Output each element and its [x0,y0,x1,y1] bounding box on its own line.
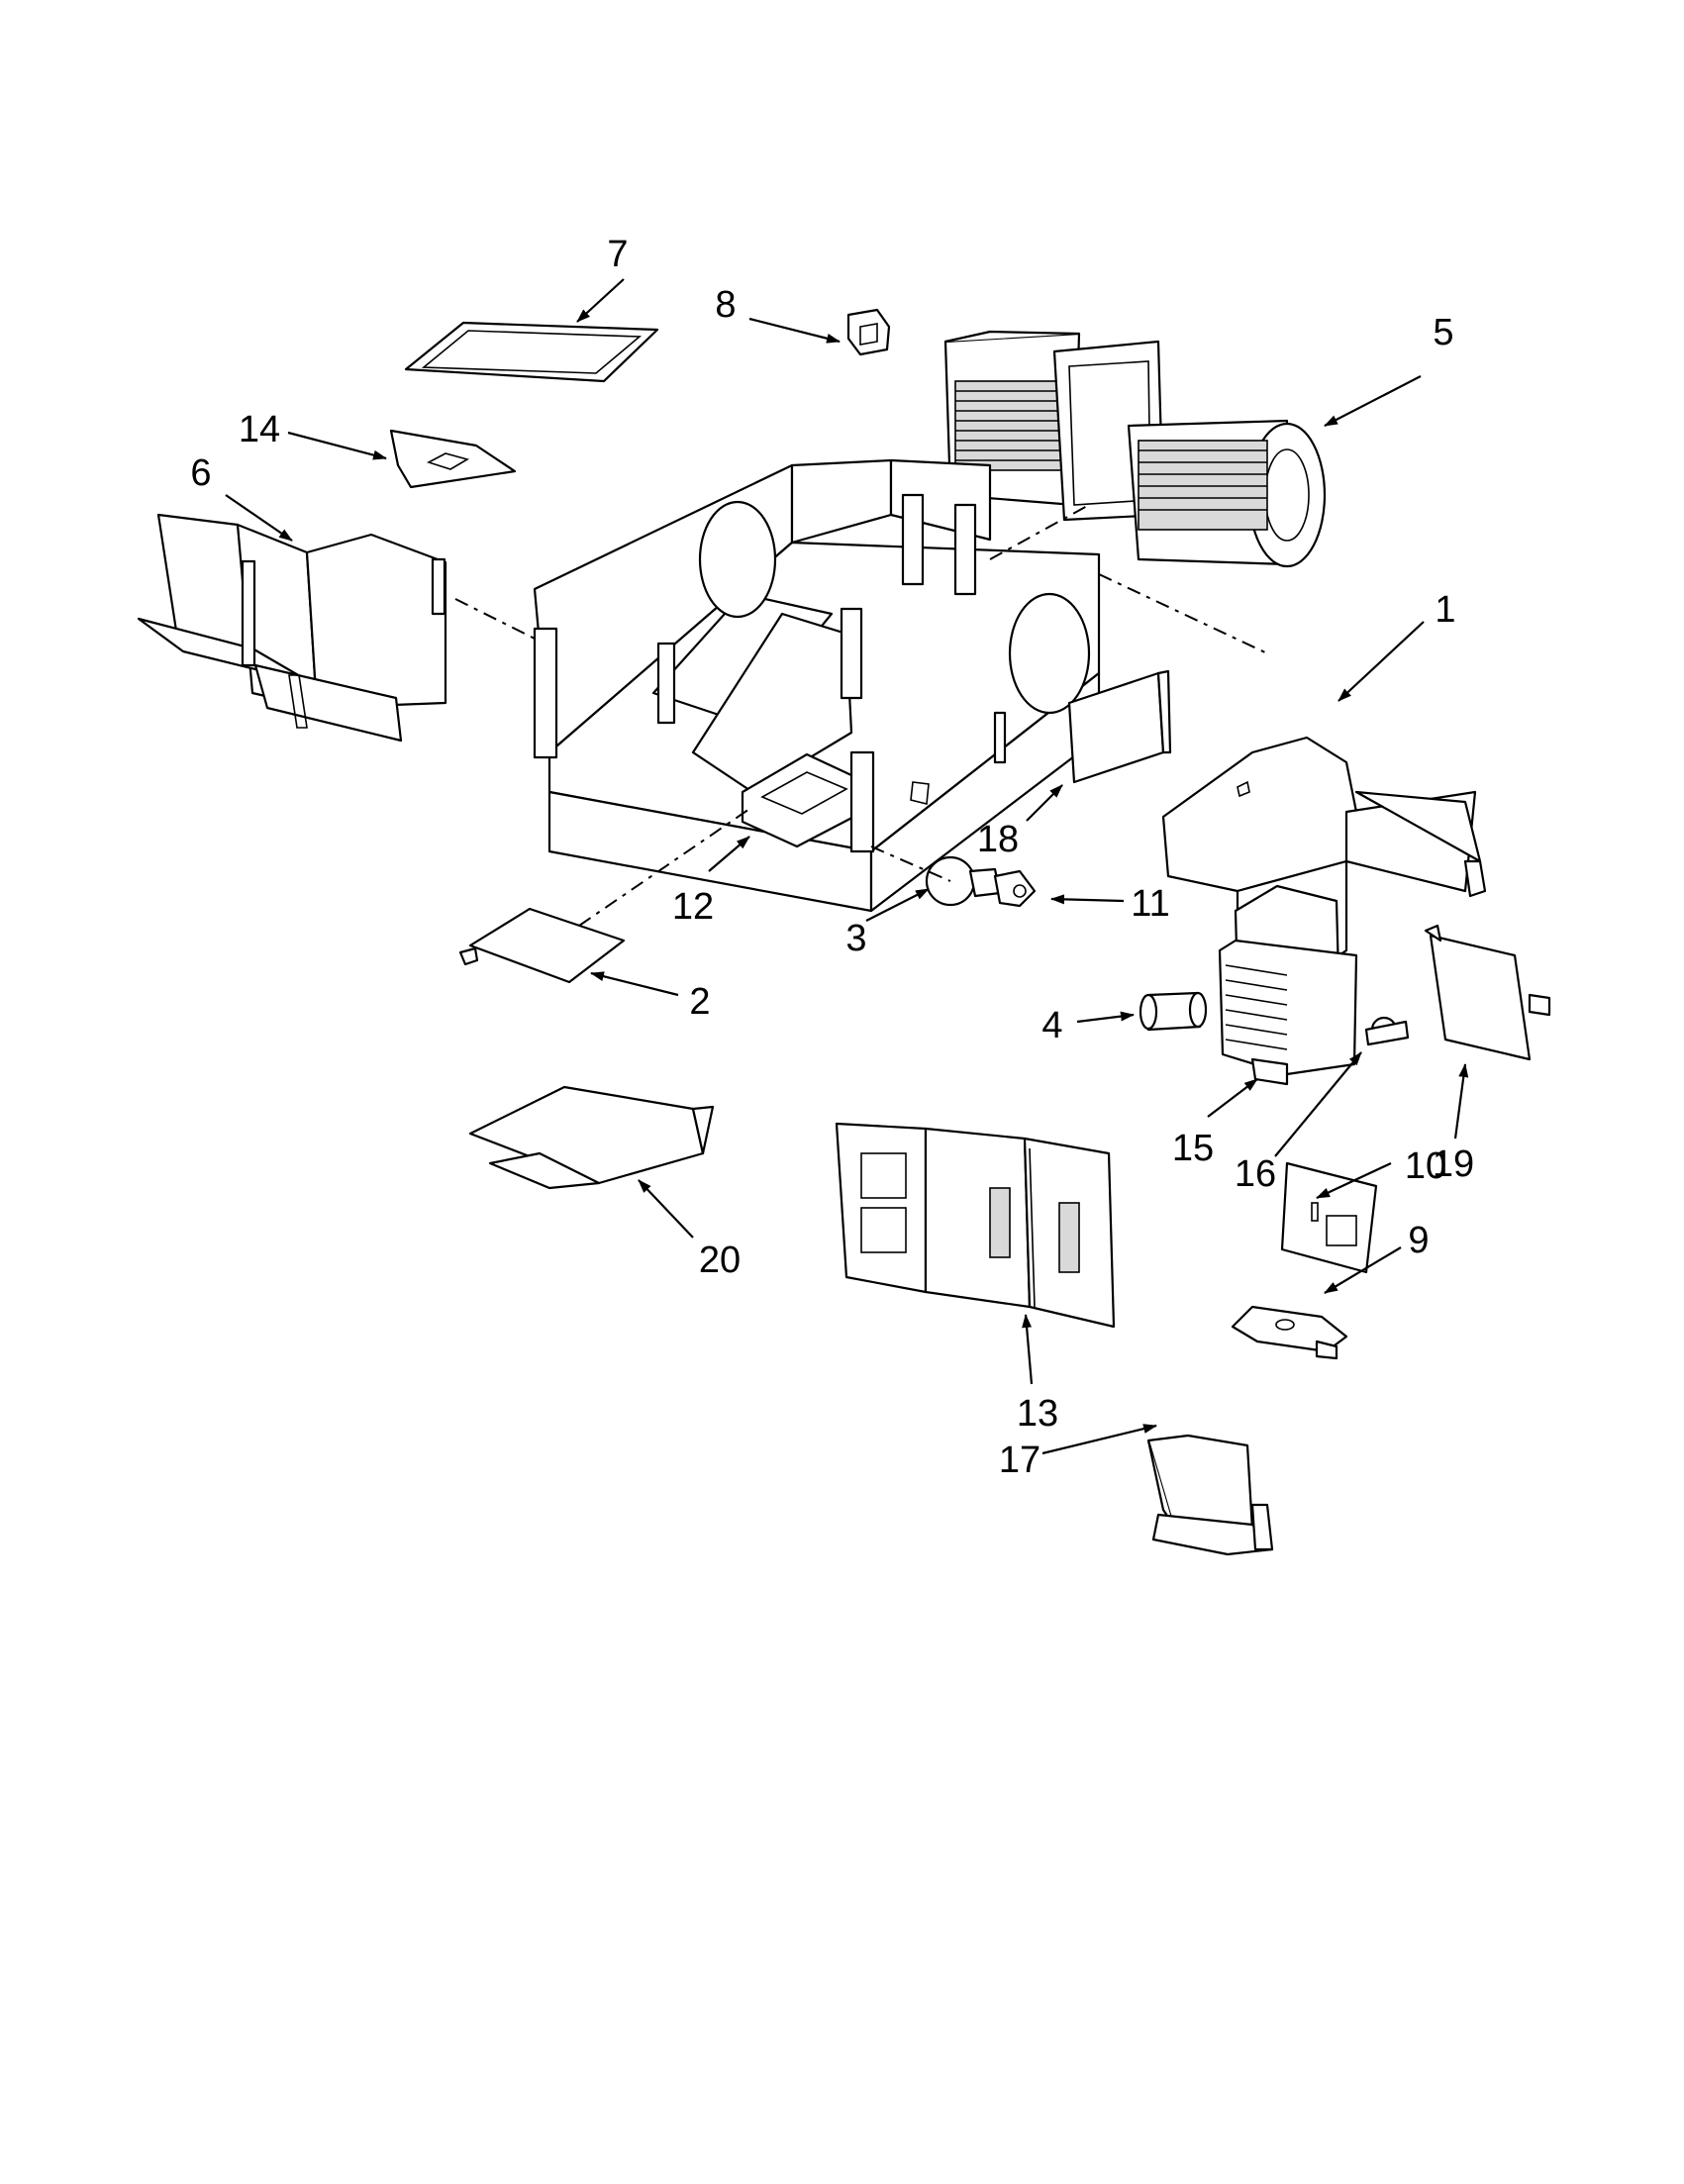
callout-3: 3 [845,918,866,959]
callout-1: 1 [1435,589,1455,631]
callout-11: 11 [1131,883,1169,925]
leader-lines [225,278,1469,1455]
callout-10: 10 [1405,1145,1446,1187]
lamp-part [925,855,1037,908]
callout-17: 17 [999,1439,1040,1481]
panel-part [1067,669,1172,784]
callout-14: 14 [239,409,280,450]
assembly-lines [454,504,1268,927]
callout-labels: 7 8 5 14 6 1 18 12 11 3 2 4 15 16 19 10 … [190,234,1474,1481]
plate-part [389,429,517,489]
callout-9: 9 [1408,1220,1429,1261]
bracket-part [1231,1305,1348,1360]
vent-chute-part [1146,1434,1274,1556]
callout-7: 7 [607,234,628,275]
left-duct-part [137,513,447,743]
cover-plate-part [458,907,626,984]
callout-12: 12 [672,886,714,928]
callout-18: 18 [977,819,1019,860]
callout-15: 15 [1172,1128,1214,1169]
transformer-part [1218,884,1358,1086]
cylinder-part [1139,991,1208,1032]
callout-6: 6 [190,452,211,494]
callout-8: 8 [715,284,736,326]
main-housing [533,458,1101,913]
switch-part [846,308,891,356]
duct-cover-part [1161,736,1487,972]
callout-4: 4 [1041,1005,1062,1046]
tray-part [468,1085,715,1190]
callout-5: 5 [1433,312,1453,353]
label-card-part [1280,1161,1378,1274]
large-panel-part [835,1122,1116,1329]
bracket-plate-part [1424,924,1551,1061]
callout-2: 2 [689,981,710,1023]
filter-frame-part [404,321,659,383]
callout-16: 16 [1235,1153,1276,1195]
callout-20: 20 [699,1240,741,1281]
blower-motor-part [943,330,1327,568]
callout-13: 13 [1017,1393,1058,1435]
thermostat-part [1364,1016,1410,1046]
callout-19: 19 [1433,1143,1474,1185]
